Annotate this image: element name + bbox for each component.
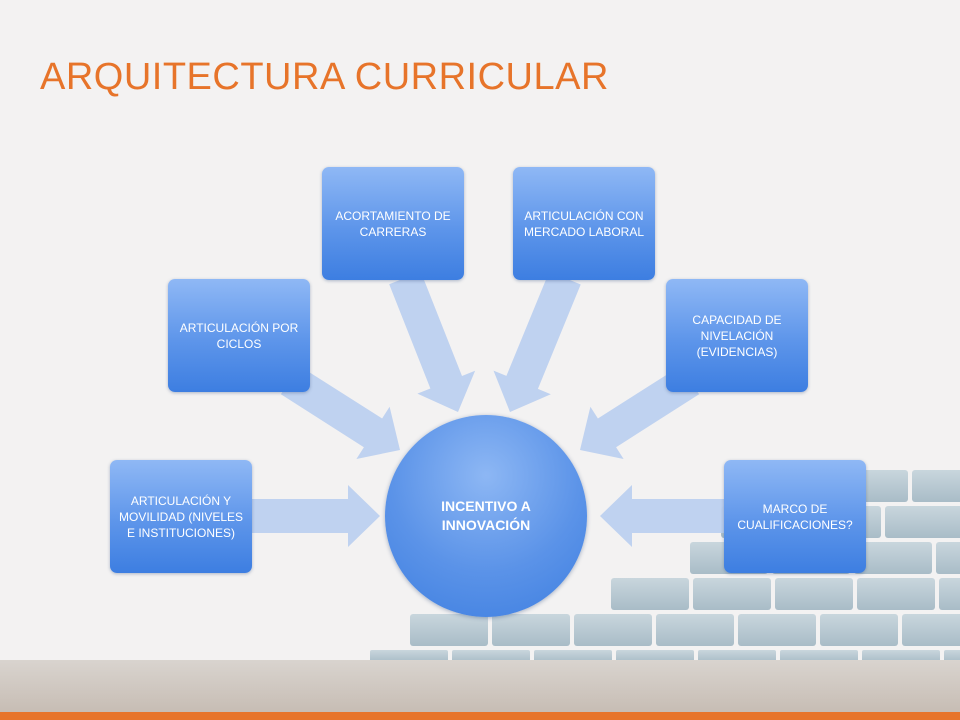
brick — [534, 650, 612, 662]
brick — [780, 650, 858, 662]
brick — [693, 578, 771, 610]
brick — [611, 578, 689, 610]
brick — [857, 578, 935, 610]
arrow-2 — [280, 365, 400, 459]
node-label: CAPACIDAD DE NIVELACIÓN (EVIDENCIAS) — [692, 312, 782, 359]
accent-bar — [0, 712, 960, 720]
node-articulacion-ciclos: ARTICULACIÓN POR CICLOS — [168, 279, 310, 392]
node-label: ARTICULACIÓN Y MOVILIDAD (NIVELES E INST… — [118, 493, 244, 540]
brick — [902, 614, 960, 646]
brick — [738, 614, 816, 646]
brick — [862, 650, 940, 662]
brick — [656, 614, 734, 646]
brick — [410, 614, 488, 646]
brick — [944, 650, 960, 662]
brick — [820, 614, 898, 646]
brick — [616, 650, 694, 662]
node-label: ACORTAMIENTO DE CARRERAS — [335, 208, 451, 239]
center-label: INCENTIVO A INNOVACIÓN — [441, 498, 531, 533]
node-mercado-laboral: ARTICULACIÓN CON MERCADO LABORAL — [513, 167, 655, 280]
brick — [912, 470, 960, 502]
node-marco-cualificaciones: MARCO DE CUALIFICACIONES? — [724, 460, 866, 573]
brick — [939, 578, 960, 610]
arrow-4 — [493, 271, 581, 412]
node-label: ARTICULACIÓN POR CICLOS — [179, 320, 299, 351]
slide-title: ARQUITECTURA CURRICULAR — [40, 56, 609, 98]
brick — [452, 650, 530, 662]
center-node: INCENTIVO A INNOVACIÓN — [385, 415, 587, 617]
node-capacidad-nivelacion: CAPACIDAD DE NIVELACIÓN (EVIDENCIAS) — [666, 279, 808, 392]
arrow-1 — [252, 485, 380, 547]
arrow-6 — [600, 485, 724, 547]
floor — [0, 660, 960, 712]
brick — [885, 506, 960, 538]
brick — [574, 614, 652, 646]
brick — [698, 650, 776, 662]
node-articulacion-movilidad: ARTICULACIÓN Y MOVILIDAD (NIVELES E INST… — [110, 460, 252, 573]
brick — [936, 542, 960, 574]
node-label: ARTICULACIÓN CON MERCADO LABORAL — [523, 208, 645, 239]
arrow-3 — [389, 271, 476, 412]
node-acortamiento-carreras: ACORTAMIENTO DE CARRERAS — [322, 167, 464, 280]
brick — [854, 542, 932, 574]
node-label: MARCO DE CUALIFICACIONES? — [737, 501, 853, 532]
brick — [370, 650, 448, 662]
brick — [775, 578, 853, 610]
brick — [492, 614, 570, 646]
